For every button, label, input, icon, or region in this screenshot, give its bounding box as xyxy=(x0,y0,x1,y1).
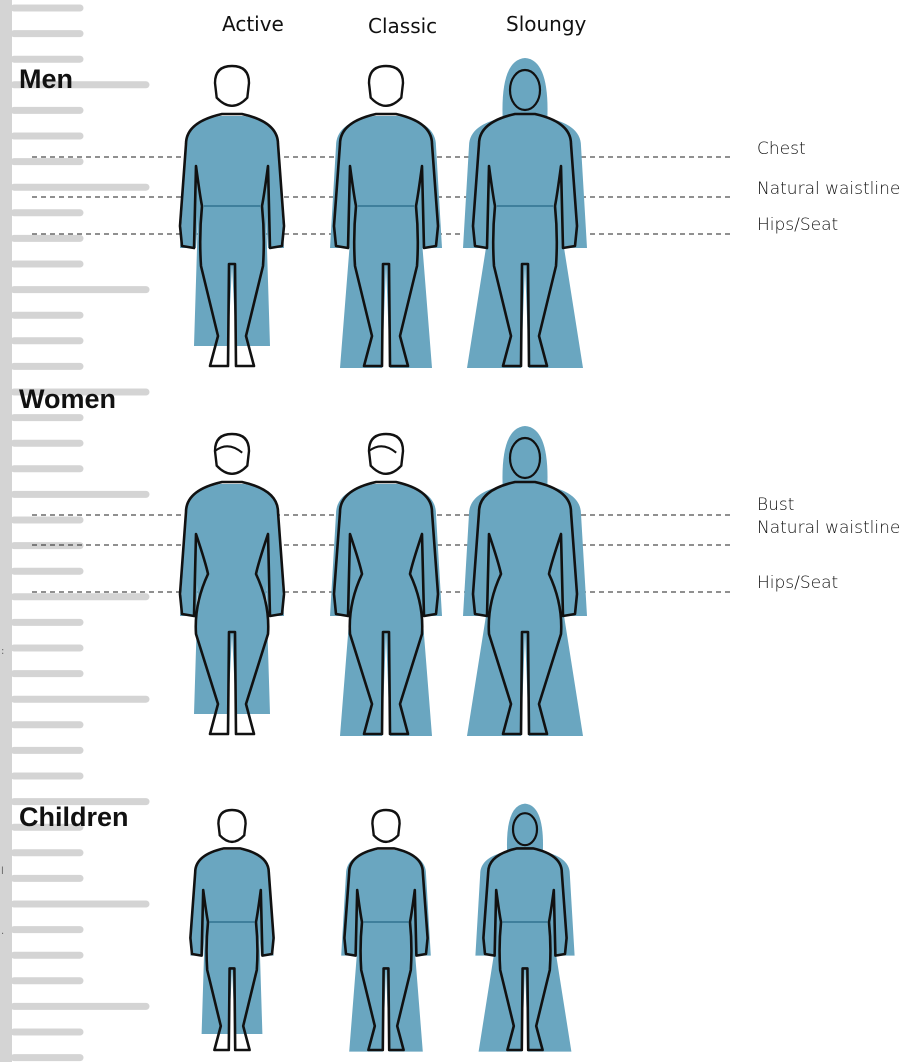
fit-label-classic: Classic xyxy=(368,14,437,38)
women-sloungy-figure xyxy=(463,426,587,736)
fit-label-sloungy: Sloungy xyxy=(506,12,586,36)
head xyxy=(218,810,245,842)
head xyxy=(215,66,249,106)
men-sloungy-figure xyxy=(463,58,587,368)
garment xyxy=(475,850,574,1052)
section-title-children: Children xyxy=(19,802,129,833)
children-classic-figure xyxy=(341,810,431,1052)
ruler xyxy=(0,0,146,1062)
head xyxy=(369,434,403,474)
garment xyxy=(330,484,442,736)
men-active-figure xyxy=(180,66,284,366)
children-sloungy-figure xyxy=(475,804,574,1052)
head xyxy=(215,434,249,474)
ruler-bar xyxy=(0,0,12,1062)
margin-mark-3: . xyxy=(1,926,4,937)
women-hips-label: Hips/Seat xyxy=(757,573,838,593)
head xyxy=(372,810,399,842)
men-hips-label: Hips/Seat xyxy=(757,215,838,235)
section-title-men: Men xyxy=(19,64,73,95)
women-active-figure xyxy=(180,434,284,734)
garment xyxy=(463,484,587,736)
garment xyxy=(330,116,442,368)
head xyxy=(369,66,403,106)
women-classic-figure xyxy=(330,434,442,736)
fit-label-active: Active xyxy=(222,12,284,36)
men-classic-figure xyxy=(330,66,442,368)
section-title-women: Women xyxy=(19,384,116,415)
garment xyxy=(463,116,587,368)
men-chest-label: Chest xyxy=(757,139,806,159)
children-active-figure xyxy=(190,810,273,1050)
men-waistline-label: Natural waistline xyxy=(757,179,900,199)
women-bust-label: Bust xyxy=(757,495,794,515)
margin-mark-2: l xyxy=(1,866,4,877)
women-waistline-label: Natural waistline xyxy=(757,518,900,538)
margin-mark-1: : xyxy=(1,646,4,657)
